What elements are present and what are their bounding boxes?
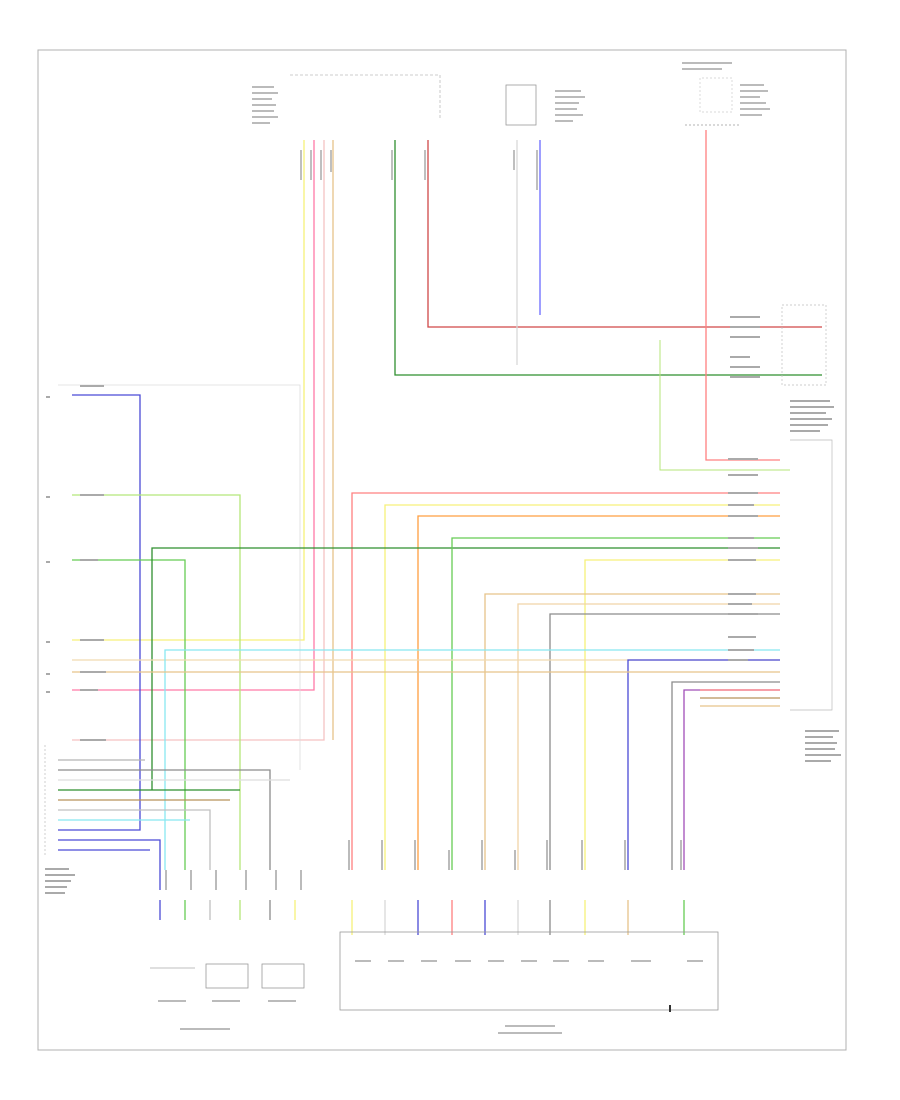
top-sensor-box — [505, 84, 585, 126]
right-pin-stubs — [728, 458, 758, 661]
left-connector — [44, 384, 301, 894]
top-center-connector — [252, 74, 441, 124]
lower-left-sensors — [150, 870, 305, 1030]
horizontal-wires — [58, 394, 780, 890]
top-right-connector-pins — [659, 304, 827, 471]
top-right-fuse-box — [682, 62, 770, 126]
right-ecu-connector — [790, 400, 841, 762]
left-pin-stubs — [46, 385, 106, 741]
transmission-connector — [339, 840, 719, 1034]
top-vertical-wires — [72, 130, 822, 741]
diagram-frame — [37, 49, 847, 1051]
top-wire-labels — [300, 150, 538, 190]
